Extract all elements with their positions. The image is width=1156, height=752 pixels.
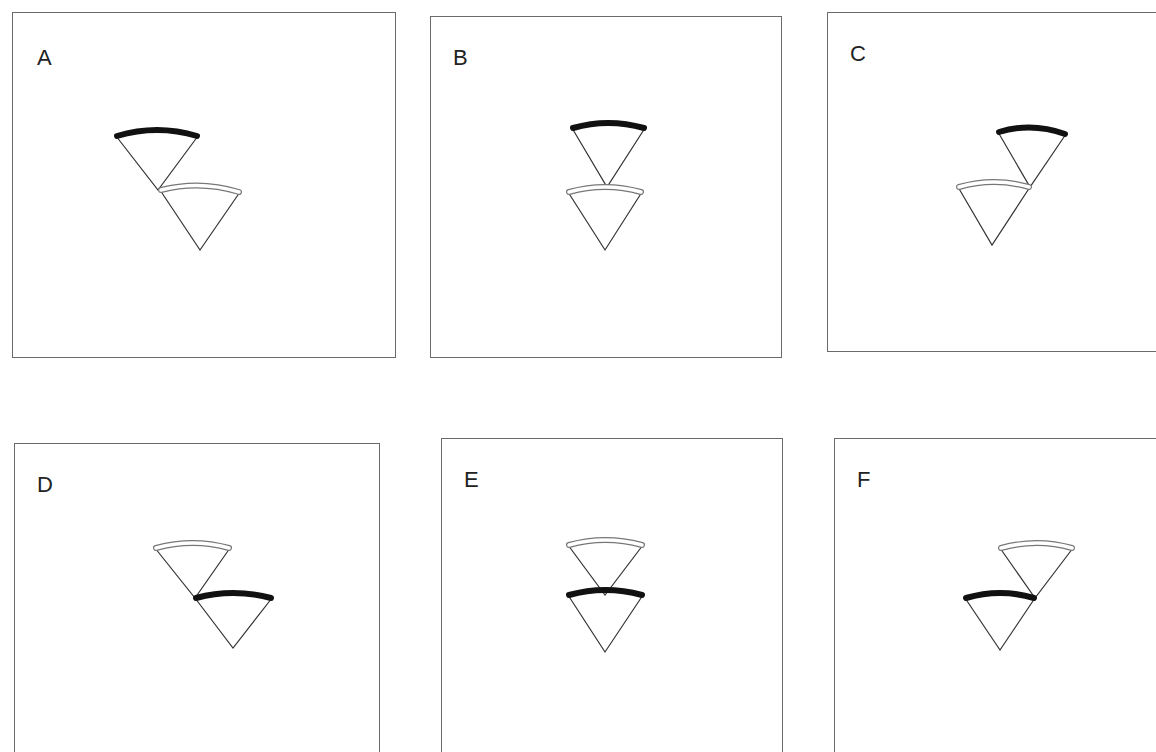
panel-letter: A [37, 47, 52, 69]
panel-letter: F [857, 469, 870, 491]
figure-panel: D [14, 443, 380, 752]
panel-letter: E [464, 469, 479, 491]
figure-panel: C [827, 12, 1156, 352]
figure-panel: A [12, 12, 396, 358]
figure-panel: B [430, 16, 782, 358]
panel-letter: B [453, 47, 468, 69]
panel-letter: D [37, 474, 53, 496]
panel-letter: C [850, 43, 866, 65]
figure-panel: E [441, 438, 783, 752]
figure-panel: F [834, 438, 1156, 752]
